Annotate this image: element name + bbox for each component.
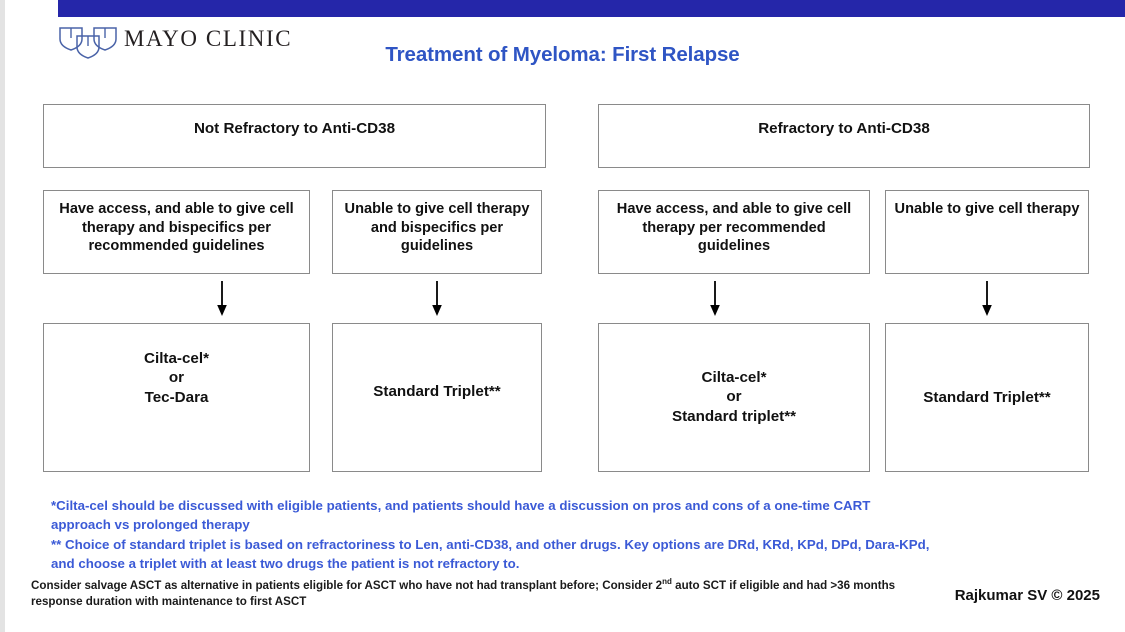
- criteria-box-access-cell-bispecifics: Have access, and able to give cell thera…: [43, 190, 310, 274]
- criteria-label: Have access, and able to give cell thera…: [616, 201, 852, 255]
- result-box-standard-triplet-right: Standard Triplet**: [885, 323, 1089, 472]
- criteria-box-access-cell-therapy: Have access, and able to give cell thera…: [598, 190, 870, 274]
- footnote-standard-triplet: ** Choice of standard triplet is based o…: [51, 537, 930, 571]
- arrow-down-icon: [214, 281, 230, 316]
- footnote-asct-part2: auto SCT if eligible and had >36 months …: [31, 578, 896, 608]
- left-gutter: [0, 0, 5, 632]
- criteria-label: Unable to give cell therapy and bispecif…: [344, 201, 530, 255]
- page-title: Treatment of Myeloma: First Relapse: [385, 43, 740, 66]
- arrow-down-icon: [429, 281, 445, 316]
- top-blue-bar: [58, 0, 1125, 17]
- footnote-cilta-cel: *Cilta-cel should be discussed with elig…: [51, 498, 871, 532]
- footnote-salvage-asct: Consider salvage ASCT as alternative in …: [31, 576, 901, 610]
- branch-header-label: Not Refractory to Anti-CD38: [193, 120, 396, 137]
- branch-header-not-refractory: Not Refractory to Anti-CD38: [43, 104, 546, 168]
- mayo-clinic-shields-logo: [57, 24, 119, 60]
- footnote-asct-ordinal: nd: [662, 577, 672, 586]
- arrow-down-icon: [707, 281, 723, 316]
- branch-header-refractory: Refractory to Anti-CD38: [598, 104, 1090, 168]
- criteria-box-unable-cell-bispecifics: Unable to give cell therapy and bispecif…: [332, 190, 542, 274]
- criteria-label: Have access, and able to give cell thera…: [59, 201, 294, 255]
- mayo-clinic-wordmark: MAYO CLINIC: [124, 26, 293, 51]
- arrow-down-icon: [979, 281, 995, 316]
- result-box-standard-triplet-left: Standard Triplet**: [332, 323, 542, 472]
- criteria-box-unable-cell-therapy: Unable to give cell therapy: [885, 190, 1089, 274]
- result-label: Standard Triplet**: [373, 383, 501, 400]
- result-label: Standard Triplet**: [923, 389, 1051, 406]
- branch-header-label: Refractory to Anti-CD38: [758, 120, 930, 137]
- author-credit: Rajkumar SV © 2025: [954, 587, 1100, 604]
- criteria-label: Unable to give cell therapy: [894, 201, 1080, 217]
- footnote-asct-part1: Consider salvage ASCT as alternative in …: [31, 578, 663, 592]
